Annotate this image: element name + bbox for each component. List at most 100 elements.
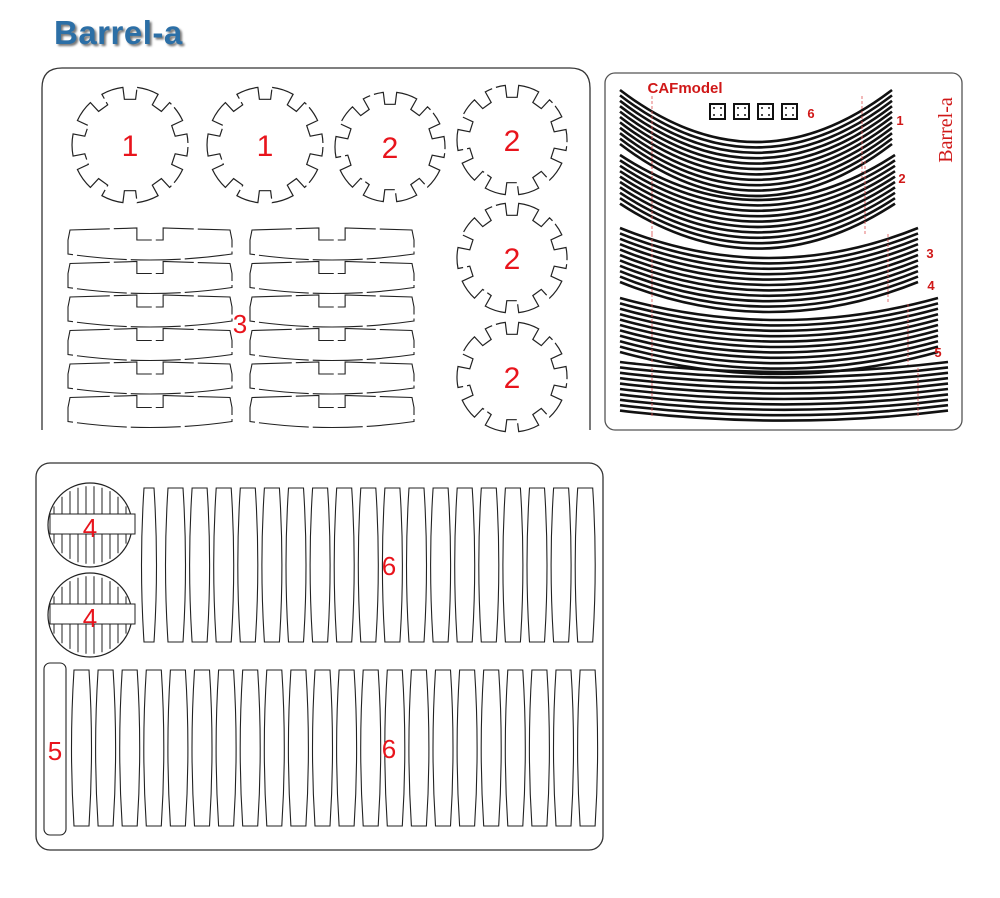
hoop-band (619, 409, 949, 422)
rivet-dot (737, 107, 739, 109)
stave-part (456, 669, 478, 827)
part-number-label: 4 (83, 603, 97, 633)
hoop-band (619, 393, 949, 406)
hoop-band (619, 132, 893, 187)
rivet-dot (713, 114, 715, 116)
part-number-label: 2 (898, 171, 905, 186)
hoop-band (619, 318, 939, 343)
gear-part (456, 321, 568, 433)
stave-part (574, 487, 596, 643)
stave-strip-part (249, 327, 415, 362)
hoop-band (619, 137, 893, 192)
stave-part (381, 487, 403, 643)
rivet-dot (785, 107, 787, 109)
part-number-label: 2 (382, 132, 399, 165)
rivet-dot (720, 114, 722, 116)
hoop-band (619, 269, 919, 303)
stave-part (309, 487, 331, 643)
sheet-side-title: Barrel-a (935, 97, 957, 163)
rivet-square-part (709, 103, 726, 120)
hoop-band (619, 105, 893, 160)
stave-strip-part (67, 227, 233, 261)
stave-part (552, 669, 575, 827)
stave-part (213, 487, 235, 643)
stave-strip-part (67, 327, 233, 362)
stave-part (311, 669, 334, 827)
stave-part (237, 487, 259, 643)
rivet-dot (768, 107, 770, 109)
rivet-square-part (757, 103, 774, 120)
gear-part (456, 84, 568, 196)
stave-part (285, 487, 307, 643)
part-number-label: 3 (926, 246, 933, 261)
hoop-band (619, 323, 939, 349)
part-number-label: 5 (934, 345, 941, 360)
stave-part (336, 669, 358, 827)
stave-part (480, 669, 502, 827)
hoop-band (619, 242, 919, 276)
rivet-dot (737, 114, 739, 116)
stave-strip-part (67, 260, 233, 295)
rivet-dot (792, 107, 794, 109)
hoop-band (619, 334, 939, 360)
hoop-band (619, 360, 949, 374)
stave-part (95, 669, 117, 827)
gear-part (334, 91, 446, 203)
stave-strip-part (249, 227, 415, 261)
hoop-band (619, 191, 896, 240)
stave-part (526, 487, 548, 643)
brand-label: CAFmodel (648, 80, 723, 97)
gear-part (206, 86, 324, 204)
hoop-band (619, 296, 939, 322)
stave-strip-part (67, 394, 233, 429)
rivet-dot (761, 114, 763, 116)
part-number-label: 1 (122, 130, 139, 163)
hoop-band (619, 153, 896, 202)
stave-strip-part (67, 361, 233, 395)
stave-strip-part (249, 394, 415, 429)
stave-part (143, 669, 165, 827)
hoop-band (619, 232, 919, 265)
hoop-band (619, 248, 919, 281)
barrel-lid-part (47, 482, 136, 568)
long-stave-part (43, 662, 67, 836)
lid-brace (49, 603, 136, 625)
hoop-band (619, 350, 939, 376)
hoop-band (619, 115, 893, 171)
stave-part (550, 487, 572, 643)
hoop-band (619, 345, 939, 370)
stave-part (432, 669, 454, 827)
hoop-band (619, 275, 919, 308)
stave-part (504, 669, 526, 827)
stave-part (454, 487, 476, 643)
hoop-band (619, 371, 949, 385)
stave-part (167, 669, 189, 827)
hoop-band (619, 175, 896, 223)
stave-part (430, 487, 452, 643)
hoop-band (619, 99, 893, 155)
stave-part (357, 487, 379, 643)
hoop-band (619, 376, 949, 390)
part-number-label: 2 (504, 362, 521, 395)
stave-part (189, 487, 211, 643)
hoop-band (619, 159, 896, 207)
rivet-dot (720, 107, 722, 109)
gear-part (71, 86, 189, 204)
part-number-label: 1 (896, 113, 903, 128)
hoop-band (619, 237, 919, 271)
hoop-band (619, 312, 939, 338)
rivet-square-part (781, 103, 798, 120)
stave-part (261, 487, 283, 643)
hoop-band (619, 259, 919, 292)
hoop-band (619, 339, 939, 365)
stave-strip-part (249, 260, 415, 295)
stave-part (164, 487, 187, 643)
stave-part (215, 669, 237, 827)
hoop-band (619, 226, 919, 260)
part-number-label: 4 (927, 278, 935, 293)
stave-part (577, 669, 599, 827)
stave-part (528, 669, 550, 827)
